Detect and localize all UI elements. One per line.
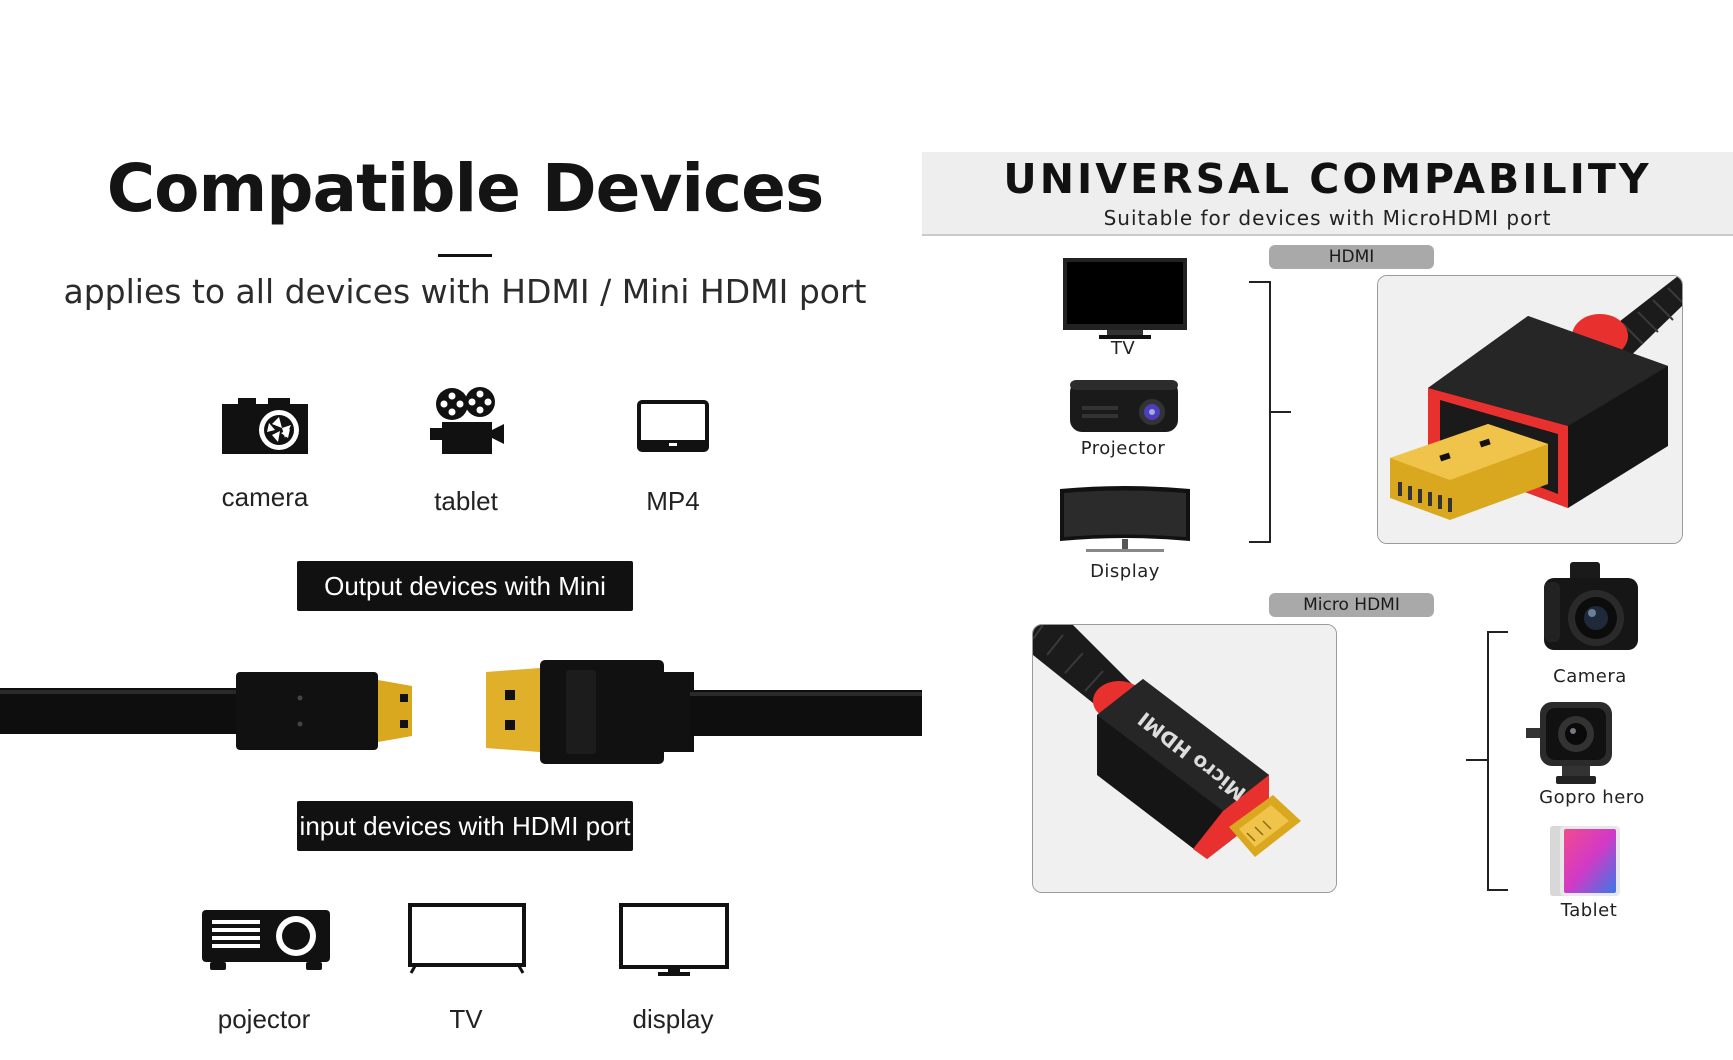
device-label-display: Display [1090, 561, 1160, 582]
film-projector-icon [428, 384, 508, 460]
input-devices-banner: input devices with HDMI port [297, 801, 633, 851]
tablet-photo-icon [1550, 826, 1620, 902]
device-label-tv: TV [1110, 338, 1136, 359]
device-label-gopro: Gopro hero [1539, 787, 1645, 808]
tablet-icon [637, 400, 709, 456]
micro-hdmi-connector-photo: Micro HDMI [1032, 624, 1337, 893]
section-subtitle: Suitable for devices with MicroHDMI port [1103, 206, 1552, 230]
page-title: Compatible Devices [106, 150, 824, 227]
device-label-mp4: MP4 [646, 486, 700, 516]
hdmi-pill: HDMI [1269, 245, 1434, 269]
projector-icon [202, 906, 330, 976]
camera-icon [222, 398, 308, 458]
micro-hdmi-bracket [1466, 630, 1510, 896]
device-label-camera: Camera [1553, 666, 1627, 687]
title-divider [438, 254, 492, 257]
dslr-camera-icon [1540, 558, 1642, 662]
tv-icon [407, 902, 527, 978]
device-label-pojector: pojector [217, 1004, 311, 1034]
projector-photo-icon [1068, 370, 1180, 440]
header-band [922, 152, 1733, 236]
device-label-tablet: Tablet [1560, 900, 1618, 921]
page-subtitle: applies to all devices with HDMI / Mini … [63, 272, 867, 311]
device-label-camera: camera [221, 482, 309, 512]
action-camera-icon [1526, 698, 1630, 792]
curved-display-icon [1058, 485, 1192, 561]
hdmi-cable-illustration [0, 660, 922, 774]
device-label-tablet: tablet [434, 486, 498, 516]
device-label-display: display [632, 1004, 714, 1034]
hdmi-bracket [1245, 280, 1295, 548]
micro-hdmi-pill: Micro HDMI [1269, 593, 1434, 617]
hdmi-connector-photo [1377, 275, 1683, 544]
device-label-tv: TV [449, 1004, 483, 1034]
output-devices-banner: Output devices with Mini HDMI [297, 561, 633, 651]
monitor-icon [618, 902, 730, 982]
device-label-projector: Projector [1080, 438, 1166, 459]
tv-photo-icon [1063, 258, 1187, 344]
section-title: UNIVERSAL COMPABILITY [1003, 155, 1652, 203]
